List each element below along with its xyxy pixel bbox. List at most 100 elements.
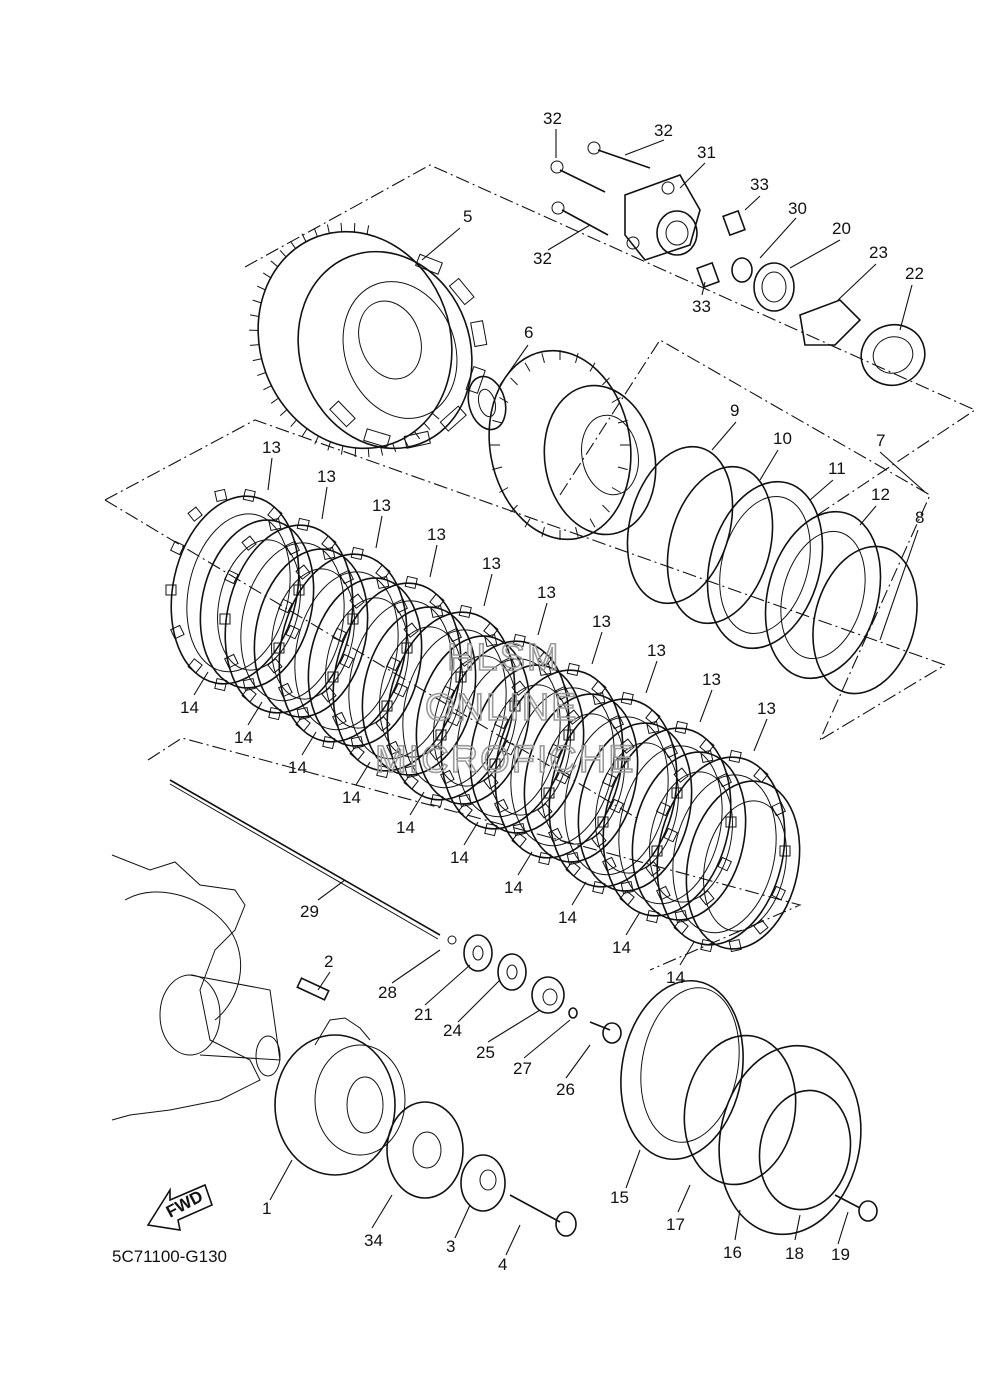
callout-13: 13 — [482, 554, 501, 573]
callout-27: 27 — [513, 1059, 532, 1078]
leader-line — [646, 661, 657, 693]
leader-line — [700, 690, 712, 722]
callout-13: 13 — [702, 670, 721, 689]
fwd-arrow-icon: FWD — [148, 1185, 212, 1230]
group-outlines — [105, 165, 975, 970]
friction-plate-tab — [729, 940, 741, 952]
friction-plate-tab — [215, 489, 227, 501]
leader-line — [455, 1205, 470, 1238]
leader-line — [760, 218, 796, 258]
housing-tooth — [314, 228, 317, 236]
housing-tooth — [250, 345, 259, 346]
boss-spline — [525, 363, 530, 372]
callout-5: 5 — [463, 207, 472, 226]
callout-14: 14 — [666, 968, 685, 987]
callout-16: 16 — [723, 1243, 742, 1262]
callout-31: 31 — [697, 143, 716, 162]
callout-13: 13 — [757, 699, 776, 718]
callout-32-right: 32 — [654, 121, 673, 140]
leader-line — [592, 632, 602, 664]
bolt-4 — [510, 1195, 576, 1236]
callout-33-top: 33 — [750, 175, 769, 194]
leader-line — [838, 264, 876, 300]
leader-line — [410, 792, 424, 815]
housing-tooth — [250, 315, 259, 317]
watermark-line-1: HLSM — [447, 637, 561, 679]
housing-tooth — [432, 413, 439, 419]
callout-9: 9 — [730, 401, 739, 420]
leader-line — [680, 163, 705, 188]
callout-1: 1 — [262, 1199, 271, 1218]
leader-line — [268, 458, 272, 490]
friction-plate — [641, 745, 802, 957]
seals-30-20-23-22 — [732, 258, 933, 394]
callout-33-bottom: 33 — [692, 297, 711, 316]
leader-line — [488, 1010, 540, 1042]
leader-line — [194, 672, 208, 695]
callout-14: 14 — [558, 908, 577, 927]
leader-line — [318, 972, 330, 990]
leader-line — [392, 950, 440, 983]
leader-line — [745, 196, 760, 210]
callout-14: 14 — [450, 848, 469, 867]
dowels-33 — [697, 211, 745, 287]
callout-34: 34 — [364, 1231, 383, 1250]
leader-line — [372, 1195, 392, 1228]
watermark-line-2: ONLINE — [425, 687, 578, 729]
callout-17: 17 — [666, 1215, 685, 1234]
callout-24: 24 — [443, 1021, 462, 1040]
housing-slot — [471, 321, 487, 347]
boss-spline — [590, 519, 595, 528]
housing-tooth — [263, 273, 271, 278]
leader-line — [626, 912, 640, 935]
leader-line — [572, 882, 586, 905]
housing-tooth — [280, 250, 286, 257]
callout-4: 4 — [498, 1255, 507, 1274]
housing-tooth — [253, 359, 262, 361]
callout-13: 13 — [427, 525, 446, 544]
diagram-code: 5C71100-G130 — [112, 1247, 227, 1266]
housing-tooth — [257, 286, 265, 290]
housing-tooth — [271, 398, 278, 403]
housing-slot — [449, 278, 474, 304]
callout-14: 14 — [504, 878, 523, 897]
leader-line — [484, 574, 492, 606]
watermark: HLSM ONLINE MICROFICHE — [375, 637, 636, 781]
callout-14: 14 — [342, 788, 361, 807]
right-plate-set — [611, 435, 933, 706]
housing-tooth — [341, 446, 343, 455]
callout-3: 3 — [446, 1237, 455, 1256]
callout-14: 14 — [612, 938, 631, 957]
housing-tooth — [257, 372, 265, 375]
housing-tooth — [367, 225, 369, 234]
leader-line — [790, 240, 840, 268]
clutch-housing — [228, 204, 499, 476]
housing-tooth — [327, 224, 329, 233]
leader-line — [712, 422, 736, 450]
primary-gear — [275, 1018, 405, 1175]
callout-29: 29 — [300, 902, 319, 921]
leader-line — [524, 1020, 570, 1058]
callout-14: 14 — [288, 758, 307, 777]
boss-spline — [542, 527, 545, 537]
boss-spline — [576, 353, 579, 363]
friction-plate-tab — [188, 659, 202, 673]
callout-22: 22 — [905, 264, 924, 283]
housing-tooth — [253, 300, 262, 303]
housing-tooth — [315, 436, 319, 444]
callout-19: 19 — [831, 1245, 850, 1264]
friction-plate-tab — [754, 768, 768, 782]
oring-27-bolt-26 — [569, 1008, 621, 1043]
housing-tooth — [368, 448, 369, 457]
housing-tooth — [271, 261, 278, 267]
callout-21: 21 — [414, 1005, 433, 1024]
leader-line — [566, 1045, 590, 1078]
callout-10: 10 — [773, 429, 792, 448]
leader-line — [422, 228, 460, 260]
watermark-line-3: MICROFICHE — [375, 739, 636, 781]
leader-line — [500, 345, 528, 385]
leader-line — [518, 852, 532, 875]
callout-26: 26 — [556, 1080, 575, 1099]
